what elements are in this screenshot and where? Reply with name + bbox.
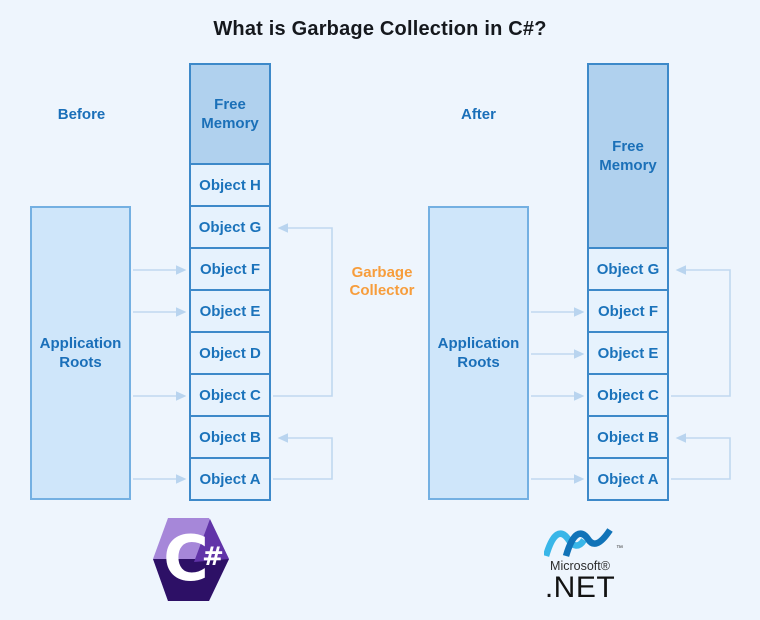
garbage-collector-label: Garbage Collector [349,264,415,299]
memory-cell-object-a: Object A [191,459,269,499]
dotnet-name-text: .NET [544,571,616,604]
memory-cell-object-g: Object G [191,207,269,249]
csharp-letter-c: C [163,522,209,595]
after-label: After [460,106,496,123]
arrow-after-object-c-to-object-g [671,265,731,397]
application-roots-box-after: Application Roots [428,206,529,500]
memory-cell-object-h: Object H [191,165,269,207]
free-memory-block-after: Free Memory [589,65,667,249]
csharp-sharp-sign: # [202,542,224,572]
dotnet-trademark: ™ [616,545,623,552]
application-roots-label-after: Application Roots [437,335,520,371]
memory-cell-object-e: Object E [589,333,667,375]
memory-cell-object-f: Object F [191,249,269,291]
arrow-after-object-a-to-object-b [671,433,731,480]
arrow-before-object-a-to-object-b [273,433,333,480]
memory-cell-object-c: Object C [191,375,269,417]
memory-stack-before: Free Memory Object H Object G Object F O… [189,63,271,501]
before-label: Before [57,106,106,123]
memory-stack-after: Free Memory Object G Object F Object E O… [587,63,669,501]
memory-cell-object-f: Object F [589,291,667,333]
csharp-logo-icon: C # [153,518,229,601]
memory-cell-object-b: Object B [191,417,269,459]
free-memory-block-before: Free Memory [191,65,269,165]
memory-cell-object-d: Object D [191,333,269,375]
dotnet-swoosh-icon [544,528,613,557]
application-roots-label-before: Application Roots [39,335,122,371]
memory-cell-object-a: Object A [589,459,667,499]
memory-cell-object-c: Object C [589,375,667,417]
application-roots-box-before: Application Roots [30,206,131,500]
arrow-before-object-c-to-object-g [273,223,333,397]
page-title: What is Garbage Collection in C#? [213,18,547,40]
memory-cell-object-b: Object B [589,417,667,459]
memory-cell-object-e: Object E [191,291,269,333]
memory-cell-object-g: Object G [589,249,667,291]
dotnet-microsoft-text: Microsoft® [550,559,610,573]
